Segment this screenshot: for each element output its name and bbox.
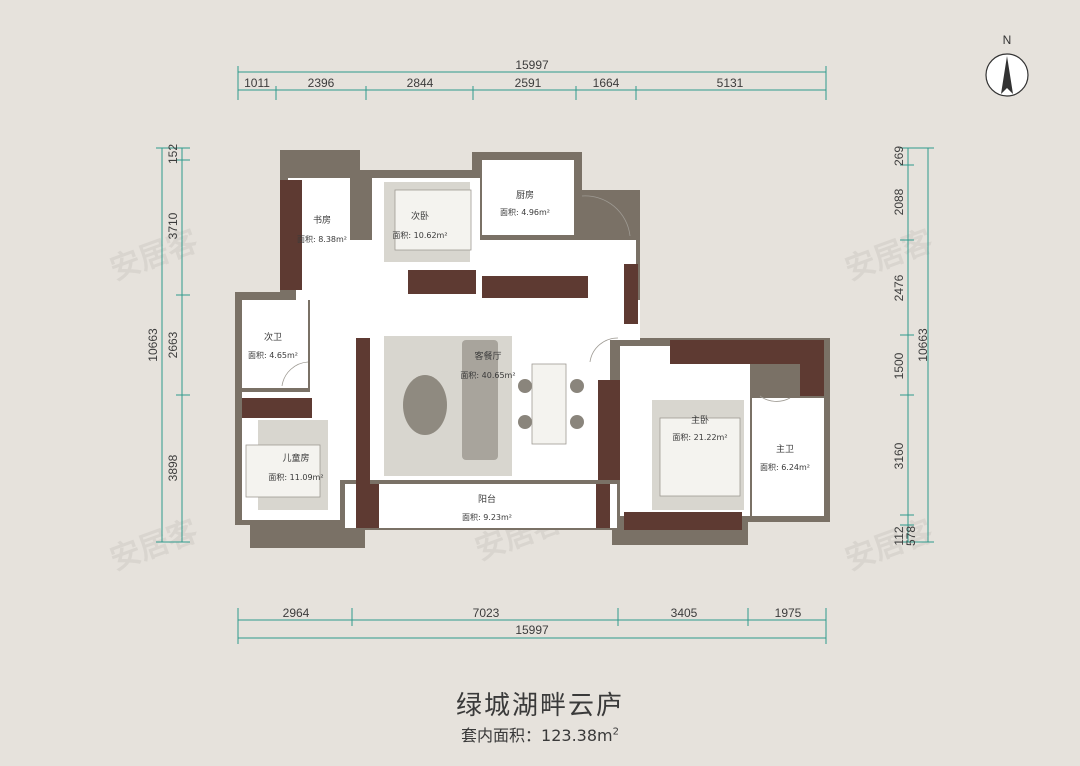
subtitle-sup: 2 (612, 726, 619, 738)
dining-chair-2 (518, 415, 532, 429)
compass: N (985, 33, 1029, 97)
hall-cabinet (408, 270, 476, 294)
compass-label: N (1003, 33, 1012, 47)
corridor-shelf (598, 380, 620, 480)
bottom-dim-4: 1975 (775, 606, 802, 620)
kids-bed (245, 444, 321, 498)
balcony-floor (345, 484, 617, 528)
master-low-cabinet (624, 512, 742, 530)
dining-chair-4 (570, 415, 584, 429)
bottom-dim-3: 3405 (671, 606, 698, 620)
left-dim-3: 2663 (166, 331, 180, 358)
bedroom2-area: 面积: 10.62m² (392, 230, 447, 240)
kitchen-floor (482, 160, 574, 235)
bath2-name: 次卫 (264, 331, 282, 343)
study-desk (280, 180, 302, 290)
balcony-name: 阳台 (478, 493, 496, 505)
balcony-area: 面积: 9.23m² (462, 512, 512, 522)
right-dimensions: 269 2088 2476 1500 3160 112 578 10663 (892, 146, 934, 546)
left-dim-1: 152 (166, 144, 180, 164)
plan-subtitle: 套内面积：123.38m2 (0, 722, 1080, 746)
right-total-dim: 10663 (916, 328, 930, 362)
top-total-dim: 15997 (515, 58, 549, 72)
balcony-pillar-left (365, 484, 379, 528)
master-area: 面积: 21.22m² (672, 432, 727, 442)
right-dim-1: 269 (892, 146, 906, 166)
kids-name: 儿童房 (282, 452, 309, 464)
top-dimensions: 15997 1011 2396 2844 2591 1664 5131 (237, 58, 827, 100)
svg-text:安居客: 安居客 (106, 514, 203, 578)
bath2-floor (242, 300, 308, 388)
right-dim-7: 578 (904, 526, 918, 546)
top-dim-4: 2591 (515, 76, 542, 90)
right-dim-6: 112 (892, 526, 906, 545)
subtitle-value: 123.38m (541, 726, 613, 745)
north-arrow-icon (1001, 56, 1013, 94)
right-dim-2: 2088 (892, 188, 906, 215)
top-dim-1: 1011 (244, 76, 270, 90)
svg-text:安居客: 安居客 (841, 514, 938, 578)
dining-chair-1 (518, 379, 532, 393)
bottom-total-dim: 15997 (515, 623, 549, 637)
coffee-table (403, 375, 447, 435)
master-bath-floor (752, 398, 824, 516)
dining-chair-3 (570, 379, 584, 393)
bedroom2-name: 次卧 (411, 210, 429, 222)
sofa (462, 340, 498, 460)
kitchen-area: 面积: 4.96m² (500, 207, 550, 217)
bottom-dim-1: 2964 (283, 606, 310, 620)
kitchen-name: 厨房 (516, 189, 534, 201)
top-dim-5: 1664 (593, 76, 620, 90)
tv-wall (356, 338, 370, 528)
plan-body (235, 150, 830, 548)
entry-cabinet (624, 264, 638, 324)
living-name: 客餐厅 (474, 350, 501, 362)
left-total-dim: 10663 (146, 328, 160, 362)
left-dimensions: 10663 152 3710 2663 3898 (146, 144, 190, 543)
bedroom2-bed (394, 189, 472, 251)
right-dim-4: 1500 (892, 352, 906, 379)
master-wardrobe (670, 340, 820, 364)
study-area: 面积: 8.38m² (297, 234, 347, 244)
master-name: 主卧 (691, 414, 709, 426)
balcony-pillar-right (596, 484, 610, 528)
study-name: 书房 (313, 214, 331, 226)
master-bed (659, 417, 741, 497)
dining-table (531, 363, 567, 445)
svg-text:安居客: 安居客 (841, 224, 938, 288)
left-dim-2: 3710 (166, 212, 180, 239)
left-dim-4: 3898 (166, 454, 180, 481)
hall-cabinet-2 (482, 276, 588, 298)
kids-wardrobe (242, 398, 312, 418)
living-area: 面积: 40.65m² (460, 370, 515, 380)
master-bath-name: 主卫 (776, 443, 794, 455)
bath2-area: 面积: 4.65m² (248, 350, 298, 360)
room-labels: 书房 面积: 8.38m² 次卧 面积: 10.62m² 厨房 面积: 4.96… (248, 189, 810, 522)
right-dim-5: 3160 (892, 442, 906, 469)
master-bath-area: 面积: 6.24m² (760, 462, 810, 472)
master-wardrobe-side (800, 340, 824, 396)
bottom-dim-2: 7023 (473, 606, 500, 620)
top-dim-6: 5131 (717, 76, 744, 90)
svg-text:安居客: 安居客 (106, 224, 203, 288)
right-dim-3: 2476 (892, 274, 906, 301)
bottom-dimensions: 2964 7023 3405 1975 15997 (237, 606, 827, 644)
subtitle-label: 套内面积： (461, 726, 542, 745)
kids-area: 面积: 11.09m² (268, 472, 323, 482)
top-dim-2: 2396 (308, 76, 335, 90)
plan-title: 绿城湖畔云庐 (455, 691, 624, 721)
top-dim-3: 2844 (407, 76, 434, 90)
